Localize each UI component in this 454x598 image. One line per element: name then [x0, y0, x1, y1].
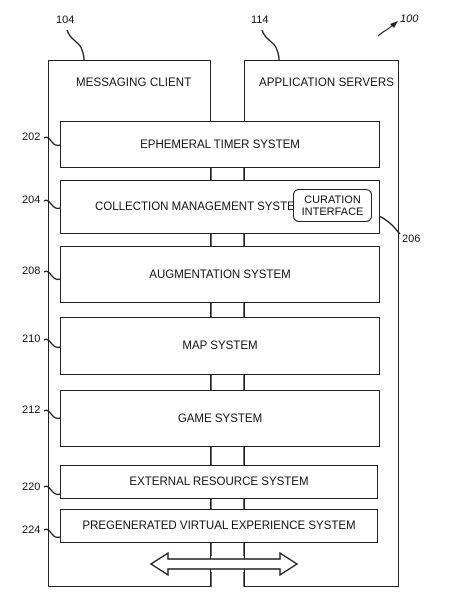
game-system-label: GAME SYSTEM: [177, 412, 263, 425]
collection-management-system-label: COLLECTION MANAGEMENT SYSTEM: [95, 201, 305, 213]
game-system-box: GAME SYSTEM: [60, 390, 380, 447]
system-ref-212: 212: [22, 404, 41, 416]
map-system-label: MAP SYSTEM: [182, 340, 258, 352]
system-ref-210: 210: [22, 333, 41, 345]
inner-ref-206: 206: [402, 233, 421, 245]
system-ref-220: 220: [22, 481, 41, 493]
system-ref-208: 208: [22, 265, 41, 277]
system-ref-224: 224: [22, 524, 41, 536]
figure-ref-arrowhead: [390, 21, 398, 28]
pregenerated-virtual-experience-system-label: PREGENERATED VIRTUAL EXPERIENCE SYSTEM: [82, 520, 356, 532]
system-ref-202: 202: [22, 131, 41, 143]
figure-ref-100: 100: [400, 13, 419, 25]
augmentation-system-box: AUGMENTATION SYSTEM: [60, 246, 380, 303]
pregenerated-virtual-experience-system-box: PREGENERATED VIRTUAL EXPERIENCE SYSTEM: [60, 509, 378, 543]
external-resource-system-label: EXTERNAL RESOURCE SYSTEM: [129, 476, 309, 488]
map-system-box: MAP SYSTEM: [60, 317, 380, 375]
ephemeral-timer-system-label: EPHEMERAL TIMER SYSTEM: [140, 138, 300, 151]
external-resource-system-box: EXTERNAL RESOURCE SYSTEM: [60, 465, 378, 499]
column-ref-104: 104: [56, 14, 75, 26]
ephemeral-timer-system-box: EPHEMERAL TIMER SYSTEM: [60, 121, 380, 168]
curation-interface-box: CURATION INTERFACE: [293, 189, 372, 222]
column-ref-114: 114: [251, 14, 269, 26]
application-servers-title: APPLICATION SERVERS: [259, 77, 395, 89]
augmentation-system-label: AUGMENTATION SYSTEM: [149, 268, 291, 281]
curation-interface-label-line2: INTERFACE: [301, 205, 364, 218]
messaging-client-title: MESSAGING CLIENT: [76, 77, 192, 89]
system-ref-204: 204: [22, 194, 41, 206]
curation-interface-label-line1: CURATION: [304, 193, 361, 206]
